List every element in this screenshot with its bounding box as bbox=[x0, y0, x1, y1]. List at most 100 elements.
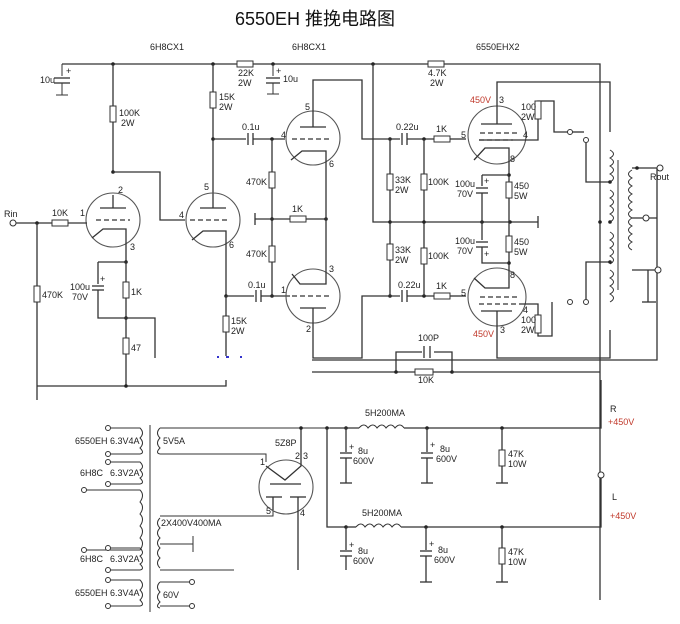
feedback-network: 10K 100P bbox=[312, 333, 600, 385]
svg-text:5V5A: 5V5A bbox=[163, 436, 185, 446]
svg-text:+: + bbox=[349, 540, 354, 550]
svg-text:4.7K: 4.7K bbox=[428, 68, 447, 78]
svg-text:2W: 2W bbox=[238, 78, 252, 88]
svg-text:L: L bbox=[612, 492, 617, 502]
svg-text:8: 8 bbox=[510, 270, 515, 280]
svg-text:100K: 100K bbox=[119, 108, 140, 118]
svg-text:0.1u: 0.1u bbox=[248, 280, 266, 290]
svg-text:6H8C: 6H8C bbox=[80, 468, 104, 478]
svg-text:4: 4 bbox=[281, 130, 286, 140]
svg-text:2X400V400MA: 2X400V400MA bbox=[161, 518, 222, 528]
svg-text:33K: 33K bbox=[395, 175, 411, 185]
svg-text:+450V: +450V bbox=[608, 417, 634, 427]
svg-text:70V: 70V bbox=[457, 246, 473, 256]
svg-text:5Z8P: 5Z8P bbox=[275, 438, 297, 448]
svg-text:3: 3 bbox=[499, 95, 504, 105]
output-transformer: Rout bbox=[312, 129, 670, 361]
svg-text:5: 5 bbox=[204, 182, 209, 192]
svg-text:5H200MA: 5H200MA bbox=[365, 408, 405, 418]
svg-text:+: + bbox=[484, 249, 489, 259]
svg-text:470K: 470K bbox=[42, 290, 63, 300]
svg-text:R: R bbox=[610, 404, 617, 414]
svg-text:1K: 1K bbox=[292, 204, 303, 214]
svg-text:100u: 100u bbox=[455, 236, 475, 246]
svg-text:6550EH: 6550EH bbox=[75, 436, 108, 446]
svg-text:33K: 33K bbox=[395, 245, 411, 255]
svg-text:5: 5 bbox=[305, 102, 310, 112]
svg-text:10W: 10W bbox=[508, 557, 527, 567]
svg-text:1: 1 bbox=[281, 285, 286, 295]
svg-text:1K: 1K bbox=[436, 281, 447, 291]
rin-terminal[interactable] bbox=[9, 219, 17, 227]
svg-text:1K: 1K bbox=[131, 287, 142, 297]
rectifier-5z8p: 5Z8P 1 2 3 5 4 bbox=[258, 428, 314, 570]
svg-text:2W: 2W bbox=[395, 185, 409, 195]
rout-terminal[interactable] bbox=[656, 164, 664, 172]
svg-text:0.22u: 0.22u bbox=[396, 122, 419, 132]
svg-text:2W: 2W bbox=[395, 255, 409, 265]
svg-text:60V: 60V bbox=[163, 590, 179, 600]
cap-10u-mid: 10u+ bbox=[266, 64, 298, 95]
svg-text:22K: 22K bbox=[238, 68, 254, 78]
bplus-rail bbox=[62, 62, 601, 600]
svg-text:+450V: +450V bbox=[610, 511, 636, 521]
svg-text:4: 4 bbox=[523, 305, 528, 315]
svg-text:8u: 8u bbox=[358, 546, 368, 556]
tube-v4: 1 2 3 bbox=[281, 219, 373, 359]
svg-text:10K: 10K bbox=[52, 208, 68, 218]
svg-text:+: + bbox=[100, 274, 105, 284]
svg-text:5W: 5W bbox=[514, 247, 528, 257]
svg-text:2: 2 bbox=[295, 451, 300, 461]
svg-text:47: 47 bbox=[131, 343, 141, 353]
tube-v3: 5 4 6 bbox=[281, 79, 373, 219]
svg-text:70V: 70V bbox=[457, 189, 473, 199]
svg-text:8u: 8u bbox=[440, 444, 450, 454]
svg-text:3: 3 bbox=[130, 242, 135, 252]
svg-text:470K: 470K bbox=[246, 249, 267, 259]
svg-text:Rin: Rin bbox=[4, 209, 18, 219]
input-stage: Rin 10K 470K bbox=[4, 208, 227, 400]
svg-text:4: 4 bbox=[179, 210, 184, 220]
svg-text:15K: 15K bbox=[219, 92, 235, 102]
svg-text:5: 5 bbox=[461, 130, 466, 140]
svg-text:2W: 2W bbox=[430, 78, 444, 88]
l-terminal[interactable] bbox=[597, 471, 605, 479]
svg-text:600V: 600V bbox=[436, 454, 457, 464]
svg-text:15K: 15K bbox=[231, 316, 247, 326]
svg-text:100: 100 bbox=[521, 102, 536, 112]
svg-text:8u: 8u bbox=[438, 545, 448, 555]
svg-text:100P: 100P bbox=[418, 333, 439, 343]
svg-text:1K: 1K bbox=[436, 124, 447, 134]
page-title: 6550EH 推挽电路图 bbox=[235, 9, 395, 29]
svg-text:10u: 10u bbox=[40, 75, 55, 85]
svg-text:100K: 100K bbox=[428, 251, 449, 261]
stage-label-1: 6H8CX1 bbox=[150, 42, 184, 52]
svg-text:0.1u: 0.1u bbox=[242, 122, 260, 132]
svg-text:600V: 600V bbox=[353, 456, 374, 466]
svg-text:600V: 600V bbox=[434, 555, 455, 565]
svg-text:6H8C: 6H8C bbox=[80, 554, 104, 564]
svg-text:3: 3 bbox=[500, 325, 505, 335]
svg-text:2W: 2W bbox=[521, 112, 535, 122]
svg-text:10u: 10u bbox=[283, 74, 298, 84]
svg-text:1: 1 bbox=[80, 208, 85, 218]
svg-text:2W: 2W bbox=[231, 326, 245, 336]
svg-text:8: 8 bbox=[510, 154, 515, 164]
svg-text:5H200MA: 5H200MA bbox=[362, 508, 402, 518]
svg-text:8u: 8u bbox=[358, 446, 368, 456]
svg-text:10K: 10K bbox=[418, 375, 434, 385]
svg-text:+: + bbox=[66, 66, 71, 76]
svg-text:47K: 47K bbox=[508, 547, 524, 557]
svg-text:2: 2 bbox=[306, 324, 311, 334]
stage-label-2: 6H8CX1 bbox=[292, 42, 326, 52]
svg-text:450: 450 bbox=[514, 237, 529, 247]
svg-text:Rout: Rout bbox=[650, 172, 670, 182]
svg-text:10W: 10W bbox=[508, 459, 527, 469]
